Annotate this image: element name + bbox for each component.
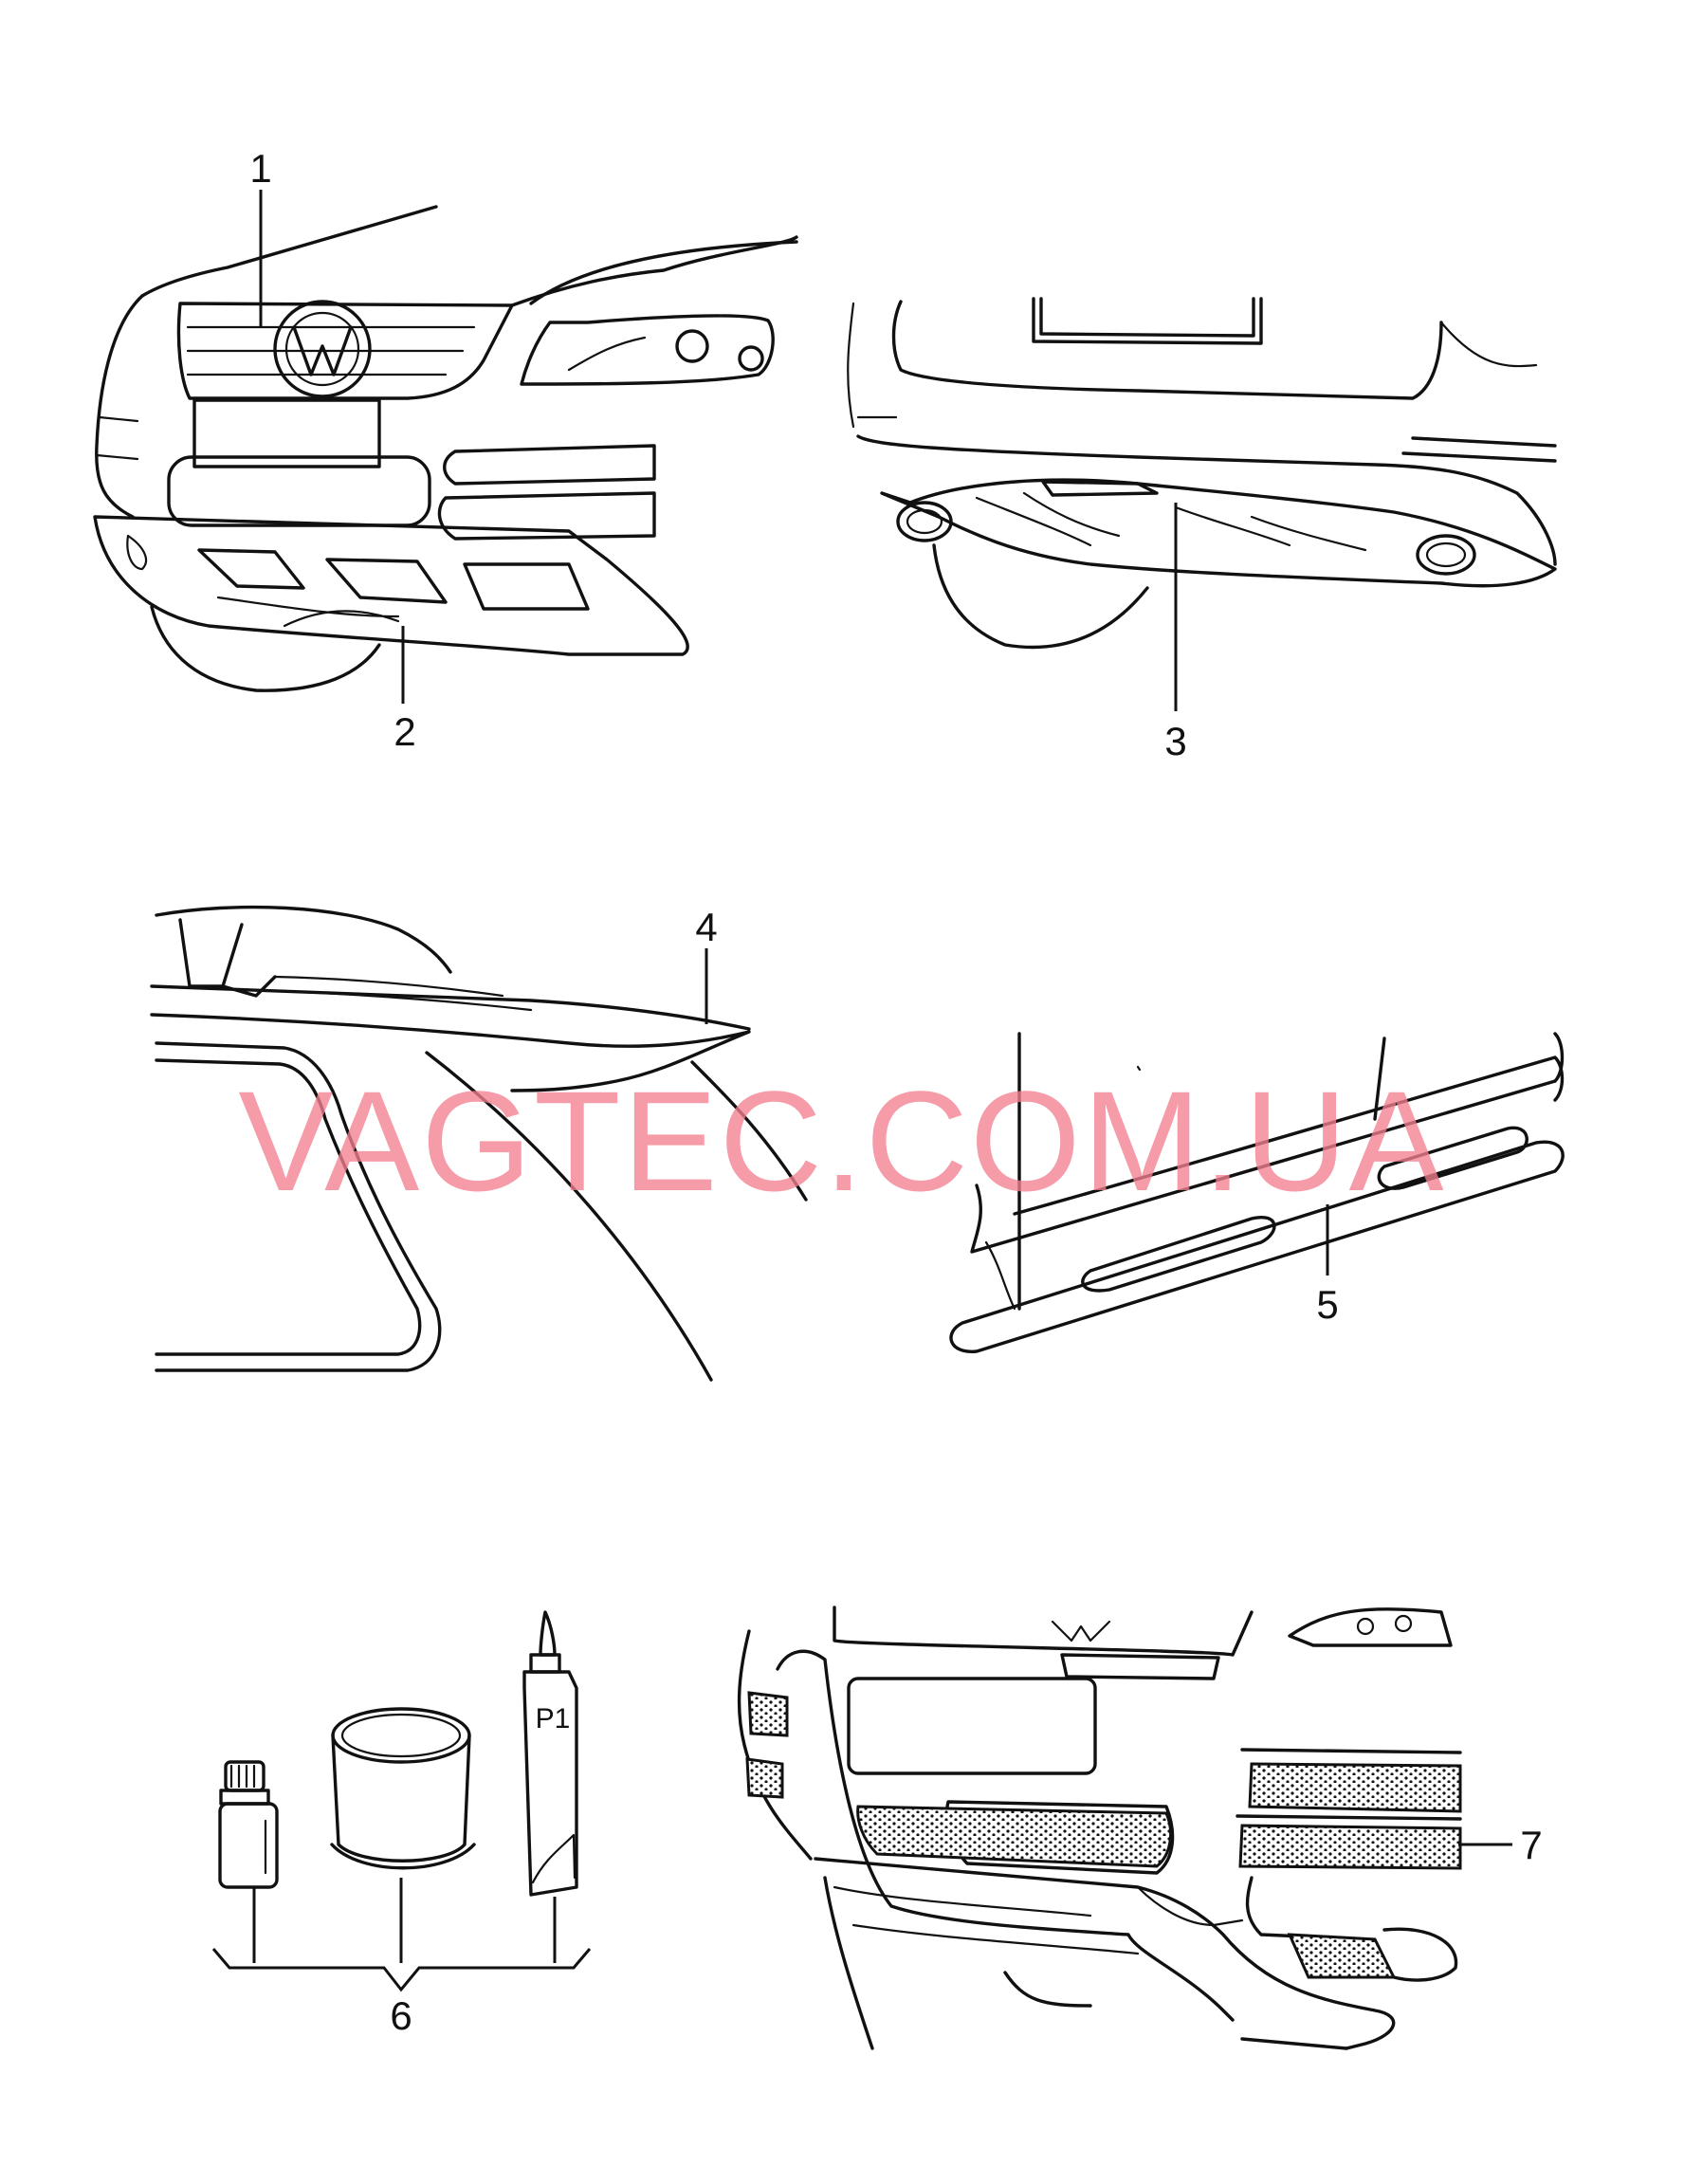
front-bumper-drawing	[737, 1606, 1462, 2050]
rear-view-drawing	[847, 297, 1557, 650]
callout-2: 2	[394, 709, 415, 754]
callout-4: 4	[695, 905, 717, 949]
callout-7: 7	[1520, 1823, 1542, 1867]
watermark: VAGTEC.COM.UA	[238, 1061, 1445, 1220]
leader-lines	[211, 190, 1512, 1992]
kit-drawing	[218, 1610, 578, 1897]
adhesive-tube-icon	[522, 1670, 578, 1897]
callout-1: 1	[249, 146, 271, 191]
tube-nozzle-icon	[539, 1610, 557, 1657]
tin-lid-icon	[331, 1707, 471, 1764]
callout-3: 3	[1164, 719, 1186, 763]
paint-bottle-icon	[218, 1802, 279, 1889]
callout-labels: 1 2 3 4 5 6 7 P1	[249, 146, 1542, 2038]
front-view-drawing	[93, 205, 798, 692]
callout-5: 5	[1316, 1282, 1338, 1327]
tube-label: P1	[536, 1703, 571, 1734]
roof-spoiler-drawing	[150, 905, 808, 1382]
side-sill-drawing	[949, 1032, 1565, 1353]
callout-6: 6	[390, 1993, 412, 2038]
